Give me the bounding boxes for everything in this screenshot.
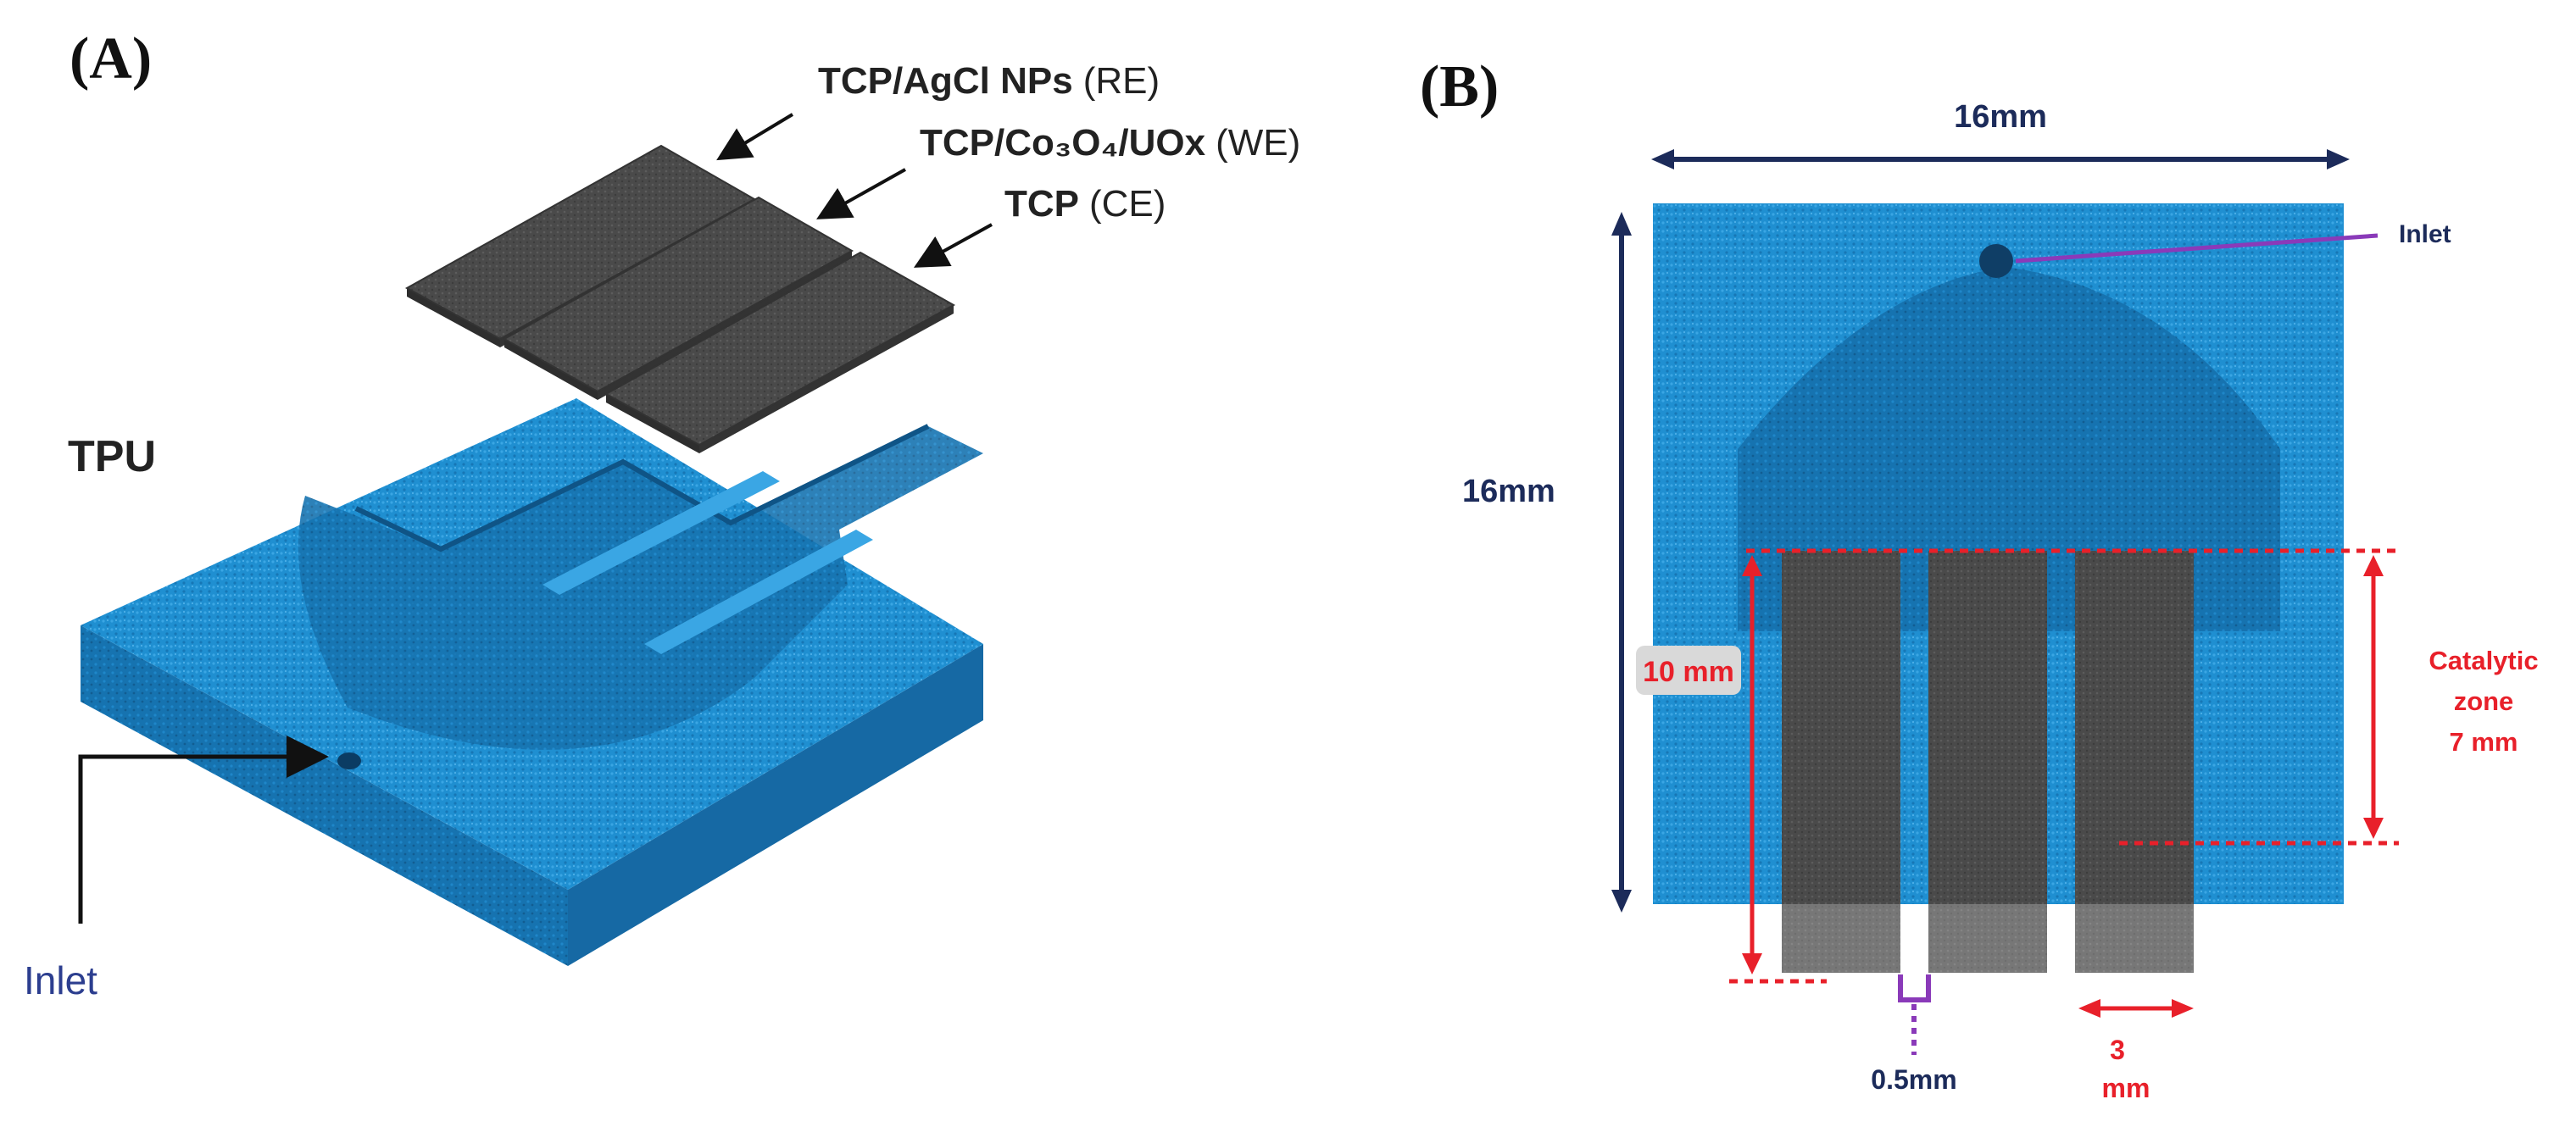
inlet-label-a: Inlet	[24, 958, 97, 1002]
tpu-base	[81, 398, 983, 966]
panel-b-letter: (B)	[1420, 54, 1499, 119]
layer-label-ce: TCP(CE)	[1004, 183, 1166, 225]
electrode-width-label-1: 3	[2110, 1035, 2125, 1065]
electrode-top-we	[1928, 551, 2047, 973]
pointer-re	[716, 113, 794, 161]
panel-a-letter: (A)	[70, 26, 152, 92]
gap-label: 0.5mm	[1871, 1064, 1956, 1095]
tpu-label: TPU	[68, 432, 156, 481]
inlet-label-b: Inlet	[2399, 220, 2451, 248]
chamber	[1738, 267, 2280, 631]
width-label: 16mm	[1954, 99, 2047, 135]
electrode-top-ce	[2075, 551, 2194, 973]
layer-label-we: TCP/Co₃O₄/UOx(WE)	[920, 122, 1300, 164]
pointer-we	[816, 168, 906, 219]
electrode-top-re	[1782, 551, 1900, 973]
pointer-ce	[913, 223, 993, 268]
electrode-width-label-2: mm	[2102, 1073, 2150, 1103]
length-label-box	[1636, 646, 1741, 695]
zone-label-1: Catalytic	[2429, 646, 2538, 675]
zone-label-3: 7 mm	[2450, 727, 2518, 757]
inlet-hole-b	[1979, 244, 2013, 278]
inlet-pointer-b	[2015, 233, 2378, 264]
inlet-pointer-a	[78, 736, 329, 924]
layer-label-re: TCP/AgCl NPs(RE)	[818, 60, 1160, 102]
gap-bracket	[1898, 974, 1931, 1002]
length-label: 10 mm	[1643, 656, 1734, 688]
height-label: 16mm	[1462, 474, 1555, 509]
zone-label-2: zone	[2454, 686, 2514, 716]
inlet-hole-a	[337, 752, 361, 769]
electrode-ce	[604, 251, 956, 453]
